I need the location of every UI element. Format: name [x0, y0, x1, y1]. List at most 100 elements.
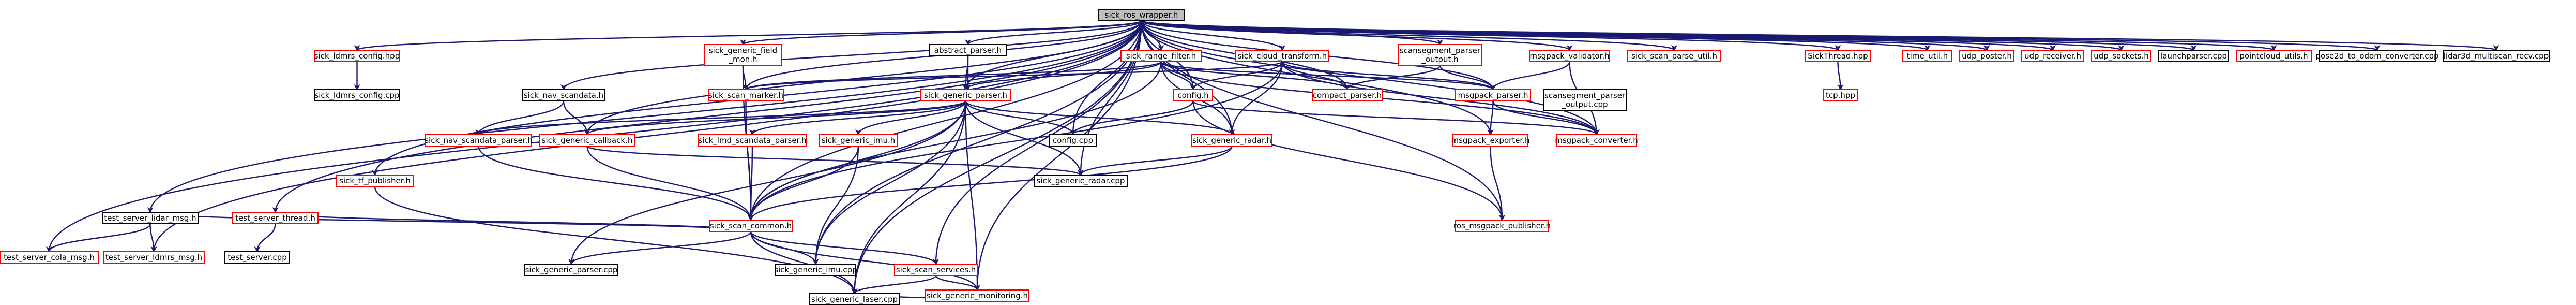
node-ros-msgpack-publisher[interactable]: ros_msgpack_publisher.h	[1453, 220, 1551, 232]
node-pose2d: pose2d_to_odom_converter.cpp	[2315, 50, 2439, 62]
node-box	[708, 89, 784, 101]
node-msgpack-parser[interactable]: msgpack_parser.h	[1455, 89, 1531, 101]
node-ldmrs-config-cpp: sick_ldmrs_config.cpp	[314, 89, 400, 101]
node-box	[2236, 50, 2312, 62]
node-generic-laser-cpp: sick_generic_laser.cpp	[809, 293, 900, 305]
node-box	[698, 134, 807, 147]
node-scan-marker[interactable]: sick_scan_marker.h	[708, 89, 784, 101]
node-label: _mon.h	[728, 55, 757, 65]
node-generic-callback[interactable]: sick_generic_callback.h	[539, 134, 635, 147]
node-generic-parser[interactable]: sick_generic_parser.h	[920, 89, 1011, 101]
edge-generic_parser-to-generic_radar_h	[965, 100, 1235, 136]
node-box	[1235, 50, 1329, 62]
edge-generic_parser-to-scan_common	[748, 100, 966, 221]
edge-generic_parser-to-generic_radar_cpp	[965, 100, 1084, 176]
node-test-server-ldmrs-msg[interactable]: test_server_ldmrs_msg.h	[103, 251, 205, 264]
edge-nav_scandata-to-nav_scandata_parser	[475, 100, 565, 136]
node-label: tcp.hpp	[1826, 91, 1855, 100]
node-launchparser: launchparser.cpp	[2158, 50, 2229, 62]
node-config-cpp: config.cpp	[1049, 134, 1097, 147]
node-scansegment-parser-output-h[interactable]: scansegment_parser_output.h	[1398, 44, 1482, 66]
node-udp-receiver[interactable]: udp_receiver.h	[2021, 50, 2084, 62]
edge-ros_wrapper-to-generic_radar_cpp	[1078, 20, 1142, 176]
node-label: sick_scan_marker.h	[708, 91, 783, 100]
node-box	[1556, 134, 1637, 147]
node-tcp[interactable]: tcp.hpp	[1823, 89, 1858, 101]
node-label: test_server_cola_msg.h	[4, 253, 95, 263]
edge-cloud_transform-to-generic_radar_h	[1229, 61, 1283, 136]
node-box	[2158, 50, 2229, 62]
node-box	[1902, 50, 1952, 62]
node-scan-common[interactable]: sick_scan_common.h	[709, 220, 793, 232]
node-label: sick_cloud_transform.h	[1238, 51, 1327, 61]
node-scan-parse-util[interactable]: sick_scan_parse_util.h	[1627, 50, 1721, 62]
node-label: sick_generic_monitoring.h	[927, 291, 1028, 301]
node-box	[929, 44, 1007, 56]
node-pointcloud-utils[interactable]: pointcloud_utils.h	[2236, 50, 2312, 62]
node-abstract-parser-h: abstract_parser.h	[929, 44, 1007, 56]
node-scansegment-parser-output-cpp: scansegment_parser_output.cpp	[1543, 89, 1627, 111]
node-ros-wrapper[interactable]: sick_ros_wrapper.h	[1098, 9, 1185, 21]
edge-generic_parser-to-nav_scandata_parser	[475, 100, 966, 136]
edge-test_server_thread-to-test_server_cpp	[254, 223, 276, 253]
node-label: time_util.h	[1907, 51, 1948, 61]
graph-nodes: sick_ros_wrapper.hsick_ldmrs_config.hpps…	[0, 9, 2550, 305]
node-box	[2443, 50, 2550, 62]
node-box	[224, 251, 290, 264]
node-box	[1823, 89, 1858, 101]
edge-cloud_transform-to-config_h	[1190, 61, 1283, 91]
node-label: sick_generic_field	[709, 46, 777, 56]
node-generic-field-mon[interactable]: sick_generic_field_mon.h	[704, 44, 782, 66]
node-msgpack-validator[interactable]: msgpack_validator.h	[1529, 50, 1610, 62]
node-udp-poster[interactable]: udp_poster.h	[1959, 50, 2014, 62]
node-ldmrs-config-hpp[interactable]: sick_ldmrs_config.hpp	[314, 50, 400, 62]
node-generic-monitoring[interactable]: sick_generic_monitoring.h	[925, 289, 1029, 302]
edge-cloud_transform-to-scan_common	[748, 61, 1283, 221]
node-generic-imu-h[interactable]: sick_generic_imu.h	[819, 134, 898, 147]
node-test-server-thread[interactable]: test_server_thread.h	[232, 212, 319, 224]
node-scan-services[interactable]: sick_scan_services.h	[894, 264, 978, 276]
node-lmd-scandata-parser[interactable]: sick_lmd_scandata_parser.h	[698, 134, 807, 147]
node-compact-parser[interactable]: compact_parser.h	[1312, 89, 1383, 101]
node-cloud-transform[interactable]: sick_cloud_transform.h	[1235, 50, 1329, 62]
node-label: udp_receiver.h	[2024, 51, 2081, 61]
node-label: sick_nav_scandata_parser.h	[425, 136, 533, 146]
node-msgpack-exporter[interactable]: msgpack_exporter.h	[1451, 134, 1530, 147]
node-test-server-cola-msg[interactable]: test_server_cola_msg.h	[0, 251, 99, 264]
node-box	[539, 134, 635, 147]
node-label: scansegment_parser	[1544, 91, 1626, 101]
edge-ros_wrapper-to-generic_imu_cpp	[812, 20, 1142, 265]
node-label: udp_sockets.h	[2094, 51, 2149, 61]
node-generic-parser-cpp: sick_generic_parser.cpp	[524, 264, 618, 276]
node-box	[1173, 89, 1213, 101]
edge-ros_wrapper-to-cloud_transform	[1141, 20, 1285, 51]
node-label: sick_ros_wrapper.h	[1105, 10, 1178, 20]
node-msgpack-converter[interactable]: msgpack_converter.h	[1555, 134, 1638, 147]
edge-scan_common-to-generic_monitoring	[750, 231, 980, 291]
node-label: sick_scan_services.h	[896, 265, 976, 275]
node-config-h[interactable]: config.h	[1173, 89, 1213, 101]
node-box	[522, 89, 605, 101]
edge-ros_wrapper-to-nav_scandata	[560, 20, 1142, 91]
node-nav-scandata-parser[interactable]: sick_nav_scandata_parser.h	[425, 134, 533, 147]
node-label: sick_generic_laser.cpp	[811, 295, 898, 304]
node-range-filter[interactable]: sick_range_filter.h	[1120, 50, 1202, 62]
node-tf-publisher[interactable]: sick_tf_publisher.h	[336, 175, 414, 187]
node-time-util[interactable]: time_util.h	[1902, 50, 1952, 62]
node-box	[314, 89, 400, 101]
node-box	[894, 264, 978, 276]
node-udp-sockets[interactable]: udp_sockets.h	[2091, 50, 2151, 62]
edge-ros_wrapper-to-pointcloud_utils	[1141, 20, 2277, 51]
node-label: sick_tf_publisher.h	[339, 176, 411, 186]
node-box	[102, 212, 199, 224]
node-label: lidar3d_multiscan_recv.cpp	[2444, 51, 2549, 61]
node-label: test_server_lidar_msg.h	[104, 213, 196, 223]
edge-ros_wrapper-to-test_server_thread	[272, 20, 1142, 213]
edge-scan_common-to-scan_services	[750, 231, 939, 265]
node-label: launchparser.cpp	[2160, 51, 2227, 61]
edge-scan_common-to-generic_laser_cpp	[750, 231, 858, 295]
node-sickthread[interactable]: SickThread.hpp	[1805, 50, 1871, 62]
node-label: config.cpp	[1053, 136, 1093, 145]
edge-generic_parser-to-config_cpp	[965, 100, 1076, 136]
node-generic-radar-h[interactable]: sick_generic_radar.h	[1191, 134, 1272, 147]
